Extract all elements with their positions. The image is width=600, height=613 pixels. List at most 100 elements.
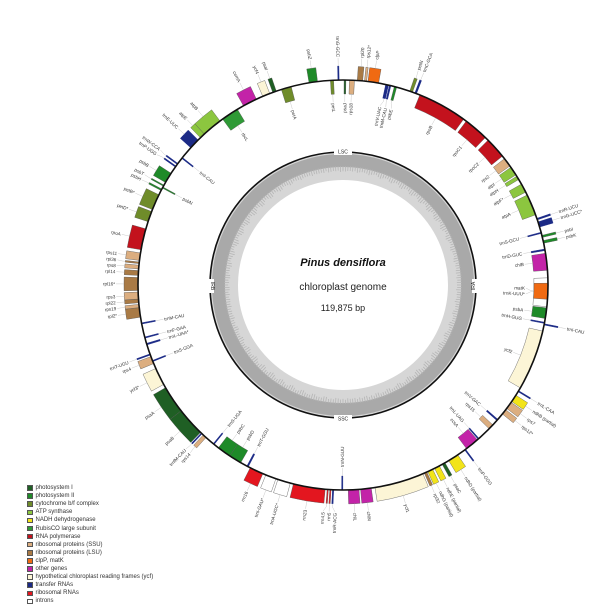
gc-spike	[442, 227, 448, 231]
gc-spike	[225, 301, 231, 303]
gene-rpob[interactable]: rpoB	[414, 94, 464, 136]
gene-block[interactable]	[374, 473, 429, 502]
gene-block[interactable]	[153, 165, 172, 183]
gene-block[interactable]	[348, 489, 361, 505]
gene-block[interactable]	[306, 67, 318, 84]
gene-rpl16[interactable]: rpl16*	[103, 276, 139, 292]
gene-block[interactable]	[531, 306, 547, 319]
gene-ycf2[interactable]: ycf2	[503, 327, 543, 389]
gene-block[interactable]	[267, 77, 277, 93]
gene-block[interactable]	[246, 453, 256, 468]
gene-trni-cau[interactable]: trnI-CAU	[543, 323, 585, 335]
gene-label-leader	[478, 157, 486, 163]
gene-trns-gcu[interactable]: trnS-GCU	[499, 231, 542, 246]
gene-chln[interactable]: chlN	[360, 487, 374, 521]
gene-block[interactable]	[243, 467, 264, 487]
gene-block[interactable]	[124, 260, 140, 264]
gene-block[interactable]	[124, 269, 139, 276]
gene-block[interactable]	[139, 188, 160, 210]
gene-rbcl[interactable]: rbcL	[222, 109, 250, 142]
gene-block[interactable]	[125, 250, 141, 261]
gene-block[interactable]	[325, 489, 329, 504]
gene-psaj[interactable]: psaJ	[342, 79, 347, 113]
gene-label-leader	[135, 193, 143, 197]
gene-block[interactable]	[328, 489, 332, 504]
gene-block[interactable]	[531, 253, 548, 272]
gene-psba[interactable]: psbA	[513, 306, 547, 319]
gene-block[interactable]	[414, 94, 464, 131]
gene-label: matK	[514, 286, 526, 291]
gene-atpa[interactable]: atpA	[501, 194, 536, 220]
gene-block[interactable]	[357, 66, 365, 82]
gc-spike	[303, 392, 306, 398]
gene-block[interactable]	[330, 80, 335, 95]
gene-block[interactable]	[124, 263, 140, 270]
gene-block[interactable]	[541, 231, 557, 238]
gc-spike	[377, 392, 381, 399]
gene-block[interactable]	[364, 66, 369, 82]
gene-block[interactable]	[162, 186, 176, 195]
gene-trns-gga[interactable]: trnS-GGA	[152, 342, 195, 362]
gc-spike	[441, 341, 447, 345]
gene-rpl20[interactable]: rpl20	[357, 47, 365, 82]
gene-block[interactable]	[533, 282, 549, 300]
gene-block[interactable]	[530, 319, 545, 324]
gene-label: rps18	[348, 103, 354, 115]
gene-block[interactable]	[331, 489, 334, 504]
gene-block[interactable]	[343, 79, 347, 95]
gene-chll[interactable]: chlL	[348, 489, 361, 522]
gene-trnn-guu[interactable]: trnN-GUU	[340, 447, 345, 491]
gc-spike	[268, 191, 274, 197]
gene-block[interactable]	[390, 86, 397, 101]
gene-psbz[interactable]: psbZ	[306, 49, 318, 84]
gene-block[interactable]	[212, 432, 224, 445]
gene-rps19[interactable]: rps19	[105, 304, 140, 312]
gene-label-leader	[118, 314, 126, 316]
gene-block[interactable]	[448, 454, 466, 473]
gene-block[interactable]	[123, 276, 139, 292]
gene-trng-gcc[interactable]: trnG-GCC	[335, 36, 340, 81]
gene-block[interactable]	[367, 67, 382, 84]
gc-spike	[287, 179, 292, 186]
gene-psbn[interactable]: psbN	[162, 186, 193, 206]
gc-spike	[433, 214, 440, 220]
gene-block[interactable]	[123, 291, 139, 301]
gene-block[interactable]	[530, 248, 546, 254]
gene-block[interactable]	[348, 79, 355, 95]
gene-trnm-cau[interactable]: trnM-CAU	[141, 313, 185, 325]
gene-block[interactable]	[360, 487, 374, 504]
gene-petl[interactable]: petL	[330, 80, 336, 113]
gene-ycf1[interactable]: ycf1	[374, 473, 429, 514]
gene-block[interactable]	[543, 323, 559, 328]
gene-block[interactable]	[125, 307, 141, 320]
gene-rpoa[interactable]: rpoA	[111, 224, 147, 251]
legend-swatch	[27, 582, 33, 588]
gene-rpl14[interactable]: rpl14	[105, 269, 139, 276]
gene-rpl2[interactable]: rpl2*	[107, 307, 141, 320]
gene-rps8[interactable]: rps8	[107, 263, 140, 270]
gene-block[interactable]	[457, 428, 478, 449]
gene-label-leader	[242, 440, 247, 448]
gene-block[interactable]	[337, 65, 340, 81]
legend-swatch	[27, 541, 33, 548]
gene-block[interactable]	[486, 409, 499, 421]
gene-block[interactable]	[542, 237, 558, 244]
gene-block[interactable]	[341, 475, 344, 491]
gene-rps18[interactable]: rps18	[348, 79, 355, 115]
gene-trni-cau[interactable]: trnI-CAU	[181, 157, 216, 185]
gene-block[interactable]	[527, 231, 542, 238]
gene-trnr-acg[interactable]: trnR-ACG	[331, 489, 338, 533]
gene-trne-uuc[interactable]: trnE-UUC	[161, 113, 199, 149]
gene-block[interactable]	[181, 157, 194, 168]
gene-peta[interactable]: petA	[281, 86, 298, 121]
gene-block[interactable]	[141, 320, 156, 325]
gene-block[interactable]	[464, 448, 475, 462]
gene-ycf3[interactable]: ycf3*	[129, 368, 164, 394]
gene-block[interactable]	[152, 355, 167, 362]
gene-label-leader	[160, 337, 168, 341]
gene-label-leader	[524, 309, 533, 312]
gene-block[interactable]	[146, 339, 161, 346]
gene-block[interactable]	[236, 86, 257, 107]
gene-rps3[interactable]: rps3	[106, 291, 139, 301]
gene-block[interactable]	[144, 333, 159, 339]
